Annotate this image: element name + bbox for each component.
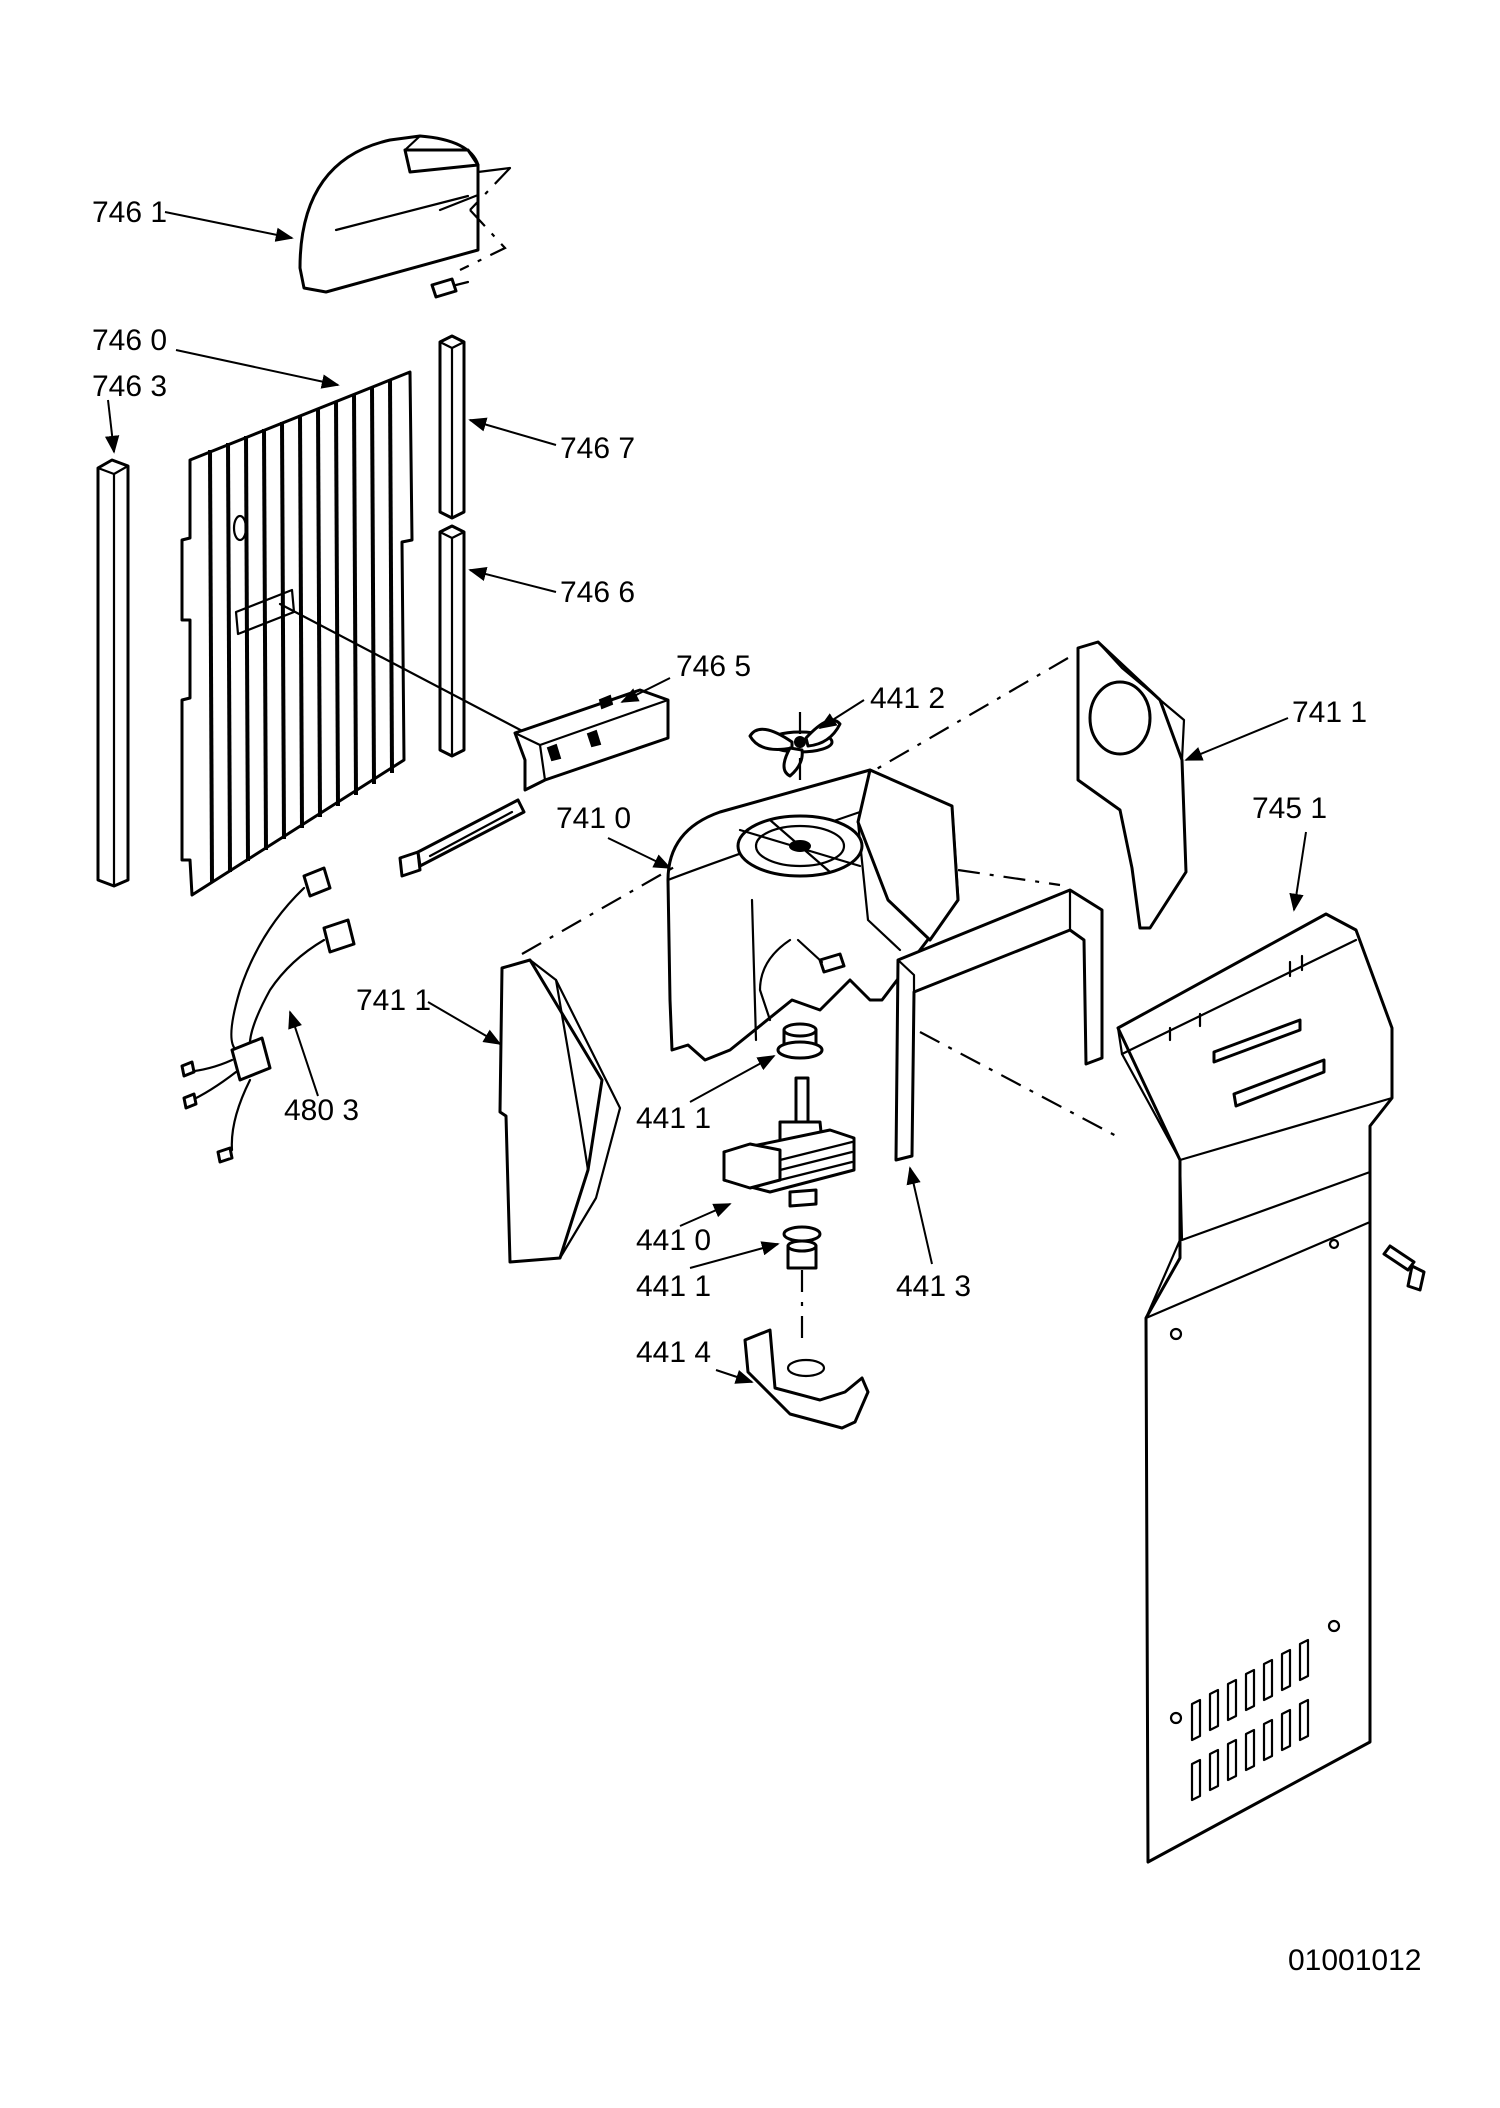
callout-labels: 746 1 746 0 746 3 746 7 746 6 746 5 441 … (92, 196, 1367, 1369)
part-heater-rod (398, 798, 526, 878)
callout-441-4: 441 4 (636, 1336, 711, 1369)
part-441-2-fan-blade (748, 712, 842, 870)
part-441-4-motor-bracket (743, 1328, 870, 1430)
callout-480-3: 480 3 (284, 1094, 359, 1127)
callout-746-0: 746 0 (92, 324, 167, 357)
part-741-1-left-panel (498, 865, 677, 1264)
callout-741-1-right: 741 1 (1292, 696, 1367, 729)
callout-441-2: 441 2 (870, 682, 945, 715)
part-746-3-insulation-strip (96, 458, 130, 888)
part-441-3-gasket (894, 868, 1121, 1162)
callout-746-7: 746 7 (560, 432, 635, 465)
callout-741-1-left: 741 1 (356, 984, 431, 1017)
part-480-3-wiring-harness (180, 866, 356, 1164)
part-441-1-upper-grommet (776, 1022, 824, 1060)
part-746-0-evaporator-grille (180, 370, 414, 897)
callout-745-1: 745 1 (1252, 792, 1327, 825)
leader-lines (104, 211, 1307, 1384)
callout-741-0: 741 0 (556, 802, 631, 835)
callout-746-1: 746 1 (92, 196, 167, 229)
part-745-1-rear-panel (1116, 912, 1426, 1864)
part-441-1-lower-grommet (782, 1225, 822, 1340)
part-746-7-insulation-strip (438, 334, 466, 520)
grille-bars (208, 379, 394, 883)
part-746-5-bracket (278, 602, 670, 792)
part-746-6-insulation-strip (438, 524, 466, 758)
callout-441-0: 441 0 (636, 1224, 711, 1257)
callout-746-6: 746 6 (560, 576, 635, 609)
callout-746-3: 746 3 (92, 370, 167, 403)
part-746-1-duct-cover (298, 134, 512, 299)
callout-441-3: 441 3 (896, 1270, 971, 1303)
drawing-number: 01001012 (1288, 1944, 1421, 1977)
vent-slots (1190, 1638, 1310, 1802)
callout-441-1-upper: 441 1 (636, 1102, 711, 1135)
part-741-0-fan-shroud (666, 768, 960, 1062)
callout-441-1-lower: 441 1 (636, 1270, 711, 1303)
callout-746-5: 746 5 (676, 650, 751, 683)
part-741-1-right-panel (867, 640, 1188, 930)
part-441-0-fan-motor (722, 1076, 856, 1208)
